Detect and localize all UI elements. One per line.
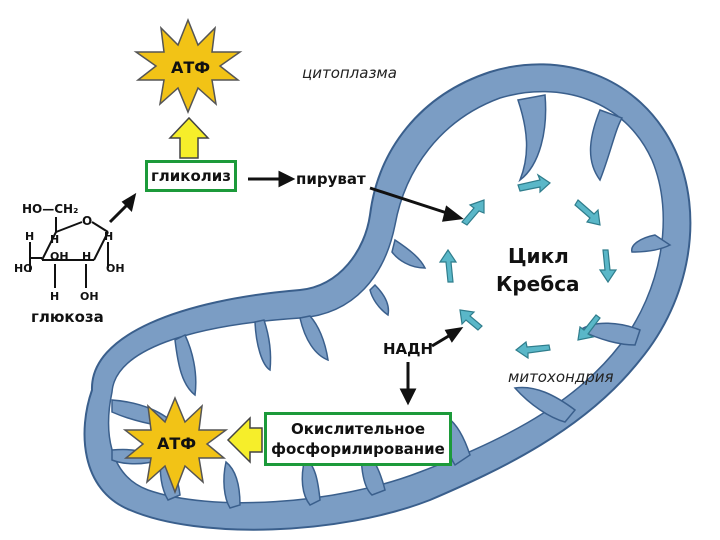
glucose-h4: H [82, 250, 92, 263]
nadh-label: НАДН [383, 340, 434, 358]
glycolysis-label: гликолиз [150, 167, 232, 185]
cristae [111, 94, 672, 509]
glucose-h2: H [50, 233, 60, 246]
glucose-h3: H [104, 230, 114, 243]
glycolysis-box: гликолиз [145, 160, 237, 192]
oxphos-label-line2: фосфорилирование [271, 440, 445, 458]
glucose-ch2-label: HO—CH₂ [22, 202, 79, 216]
krebs-cycle-label-line2: Кребса [496, 272, 580, 296]
glucose-oh2: OH [106, 262, 125, 275]
glucose-structure [29, 217, 109, 288]
pyruvate-label: пируват [296, 170, 366, 188]
glucose-h5: H [50, 290, 60, 303]
oxphos-box: Окислительное фосфорилирование [264, 412, 452, 466]
krebs-cycle-arrows [438, 173, 618, 360]
atp-bottom-label: АТФ [157, 434, 197, 453]
glucose-oh3: OH [80, 290, 99, 303]
glucose-ring-o-label: O [82, 214, 93, 228]
mitochondrion-matrix [107, 90, 665, 504]
yellow-arrow-left [226, 416, 263, 464]
yellow-arrow-up [168, 116, 210, 159]
glucose-ho: HO [14, 262, 33, 275]
atp-star-top [133, 17, 243, 114]
atp-top-label: АТФ [171, 58, 211, 77]
atp-star-bottom [122, 396, 229, 495]
oxphos-label-line1: Окислительное [290, 420, 425, 438]
glucose-oh1: OH [50, 250, 69, 263]
cytoplasm-label: цитоплазма [302, 64, 397, 82]
krebs-cycle-label-line1: Цикл [508, 244, 569, 268]
glucose-h1: H [25, 230, 35, 243]
mitochondria-label: митохондрия [508, 368, 614, 386]
glucose-label: глюкоза [31, 308, 104, 326]
black-arrows [108, 170, 464, 406]
